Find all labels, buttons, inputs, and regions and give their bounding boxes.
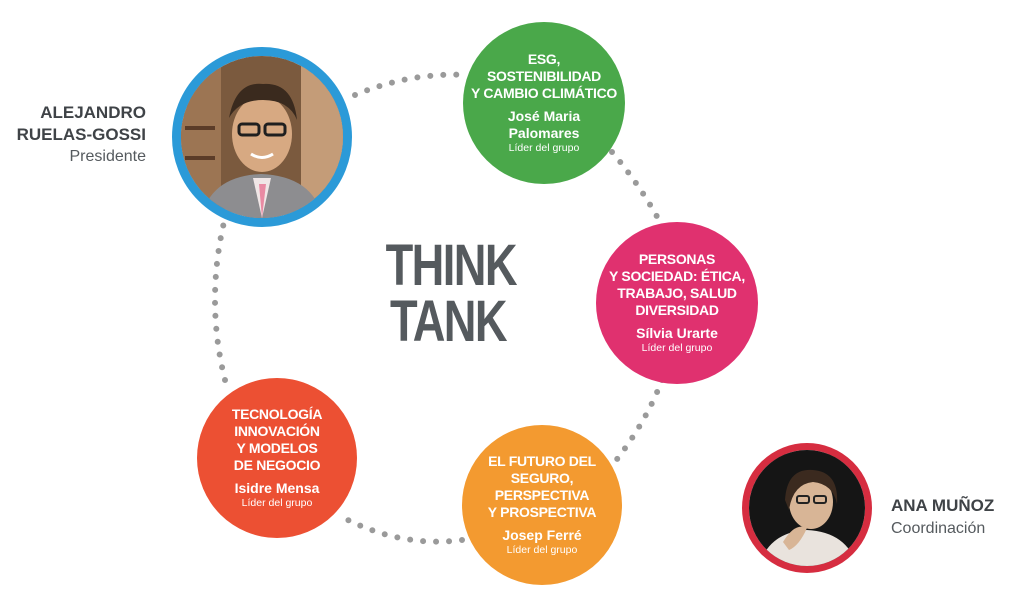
group-futuro-role: Líder del grupo bbox=[506, 544, 578, 556]
topic-line: SOSTENIBILIDAD bbox=[486, 68, 601, 84]
president-role: Presidente bbox=[69, 148, 147, 165]
group-esg-role: Líder del grupo bbox=[508, 142, 580, 154]
connector-futuro-tecnologia bbox=[337, 513, 465, 545]
group-tecnologia-role: Líder del grupo bbox=[241, 497, 313, 509]
connector-president-esg bbox=[352, 71, 471, 98]
president-portrait-icon bbox=[181, 56, 343, 218]
president-name-line-1: ALEJANDRO bbox=[40, 103, 146, 122]
coordinator-role: Coordinación bbox=[891, 520, 986, 537]
coordinator-name: ANA MUÑOZ bbox=[891, 496, 995, 515]
topic-line: DE NEGOCIO bbox=[233, 457, 321, 473]
topic-line: ESG, bbox=[527, 51, 561, 67]
topic-line: Y SOCIEDAD: ÉTICA, bbox=[609, 268, 745, 284]
group-personas-role: Líder del grupo bbox=[641, 342, 713, 354]
topic-line: DIVERSIDAD bbox=[635, 302, 719, 318]
topic-line: TRABAJO, SALUD bbox=[617, 285, 737, 301]
topic-line: Y CAMBIO CLIMÁTICO bbox=[470, 85, 617, 101]
president-name-line-2: RUELAS-GOSSI bbox=[16, 125, 146, 144]
connector-personas-futuro bbox=[607, 377, 665, 471]
group-tecnologia-leader: Isidre Mensa bbox=[235, 480, 320, 497]
connector-tecnologia-president bbox=[212, 215, 228, 383]
group-esg-topic: ESG, SOSTENIBILIDAD Y CAMBIO CLIMÁTICO bbox=[471, 51, 617, 102]
leader-line: Isidre Mensa bbox=[234, 480, 320, 496]
group-esg: ESG, SOSTENIBILIDAD Y CAMBIO CLIMÁTICO J… bbox=[463, 22, 625, 184]
topic-line: EL FUTURO DEL bbox=[488, 453, 596, 469]
coordinator-photo bbox=[742, 443, 872, 573]
group-tecnologia: TECNOLOGÍA INNOVACIÓN Y MODELOS DE NEGOC… bbox=[197, 378, 357, 538]
group-personas-topic: PERSONAS Y SOCIEDAD: ÉTICA, TRABAJO, SAL… bbox=[609, 251, 745, 319]
group-futuro-topic: EL FUTURO DEL SEGURO, PERSPECTIVA Y PROS… bbox=[487, 453, 597, 521]
leader-line: Josep Ferré bbox=[502, 527, 582, 543]
group-tecnologia-topic: TECNOLOGÍA INNOVACIÓN Y MODELOS DE NEGOC… bbox=[231, 406, 323, 474]
group-futuro-leader: Josep Ferré bbox=[502, 527, 581, 544]
title-line-1: THINK bbox=[385, 233, 518, 298]
group-esg-leader: José Maria Palomares bbox=[508, 108, 580, 142]
president-photo bbox=[172, 47, 352, 227]
group-personas: PERSONAS Y SOCIEDAD: ÉTICA, TRABAJO, SAL… bbox=[596, 222, 758, 384]
topic-line: Y PROSPECTIVA bbox=[487, 504, 597, 520]
topic-line: Y MODELOS bbox=[236, 440, 318, 456]
topic-line: SEGURO, bbox=[510, 470, 574, 486]
title-line-2: TANK bbox=[389, 289, 508, 354]
connector-esg-personas bbox=[609, 149, 663, 225]
group-personas-leader: Sílvia Urarte bbox=[636, 325, 718, 342]
topic-line: INNOVACIÓN bbox=[234, 423, 320, 439]
coordinator-portrait-icon bbox=[749, 450, 865, 566]
leader-line: Sílvia Urarte bbox=[636, 325, 718, 341]
topic-line: PERSPECTIVA bbox=[494, 487, 590, 503]
leader-line: Palomares bbox=[508, 125, 580, 141]
leader-line: José Maria bbox=[507, 108, 581, 124]
group-futuro-seguro: EL FUTURO DEL SEGURO, PERSPECTIVA Y PROS… bbox=[462, 425, 622, 585]
topic-line: PERSONAS bbox=[638, 251, 716, 267]
president-name: ALEJANDRO RUELAS-GOSSI bbox=[17, 102, 146, 146]
topic-line: TECNOLOGÍA bbox=[231, 406, 323, 422]
think-tank-title: THINK TANK bbox=[385, 233, 518, 354]
